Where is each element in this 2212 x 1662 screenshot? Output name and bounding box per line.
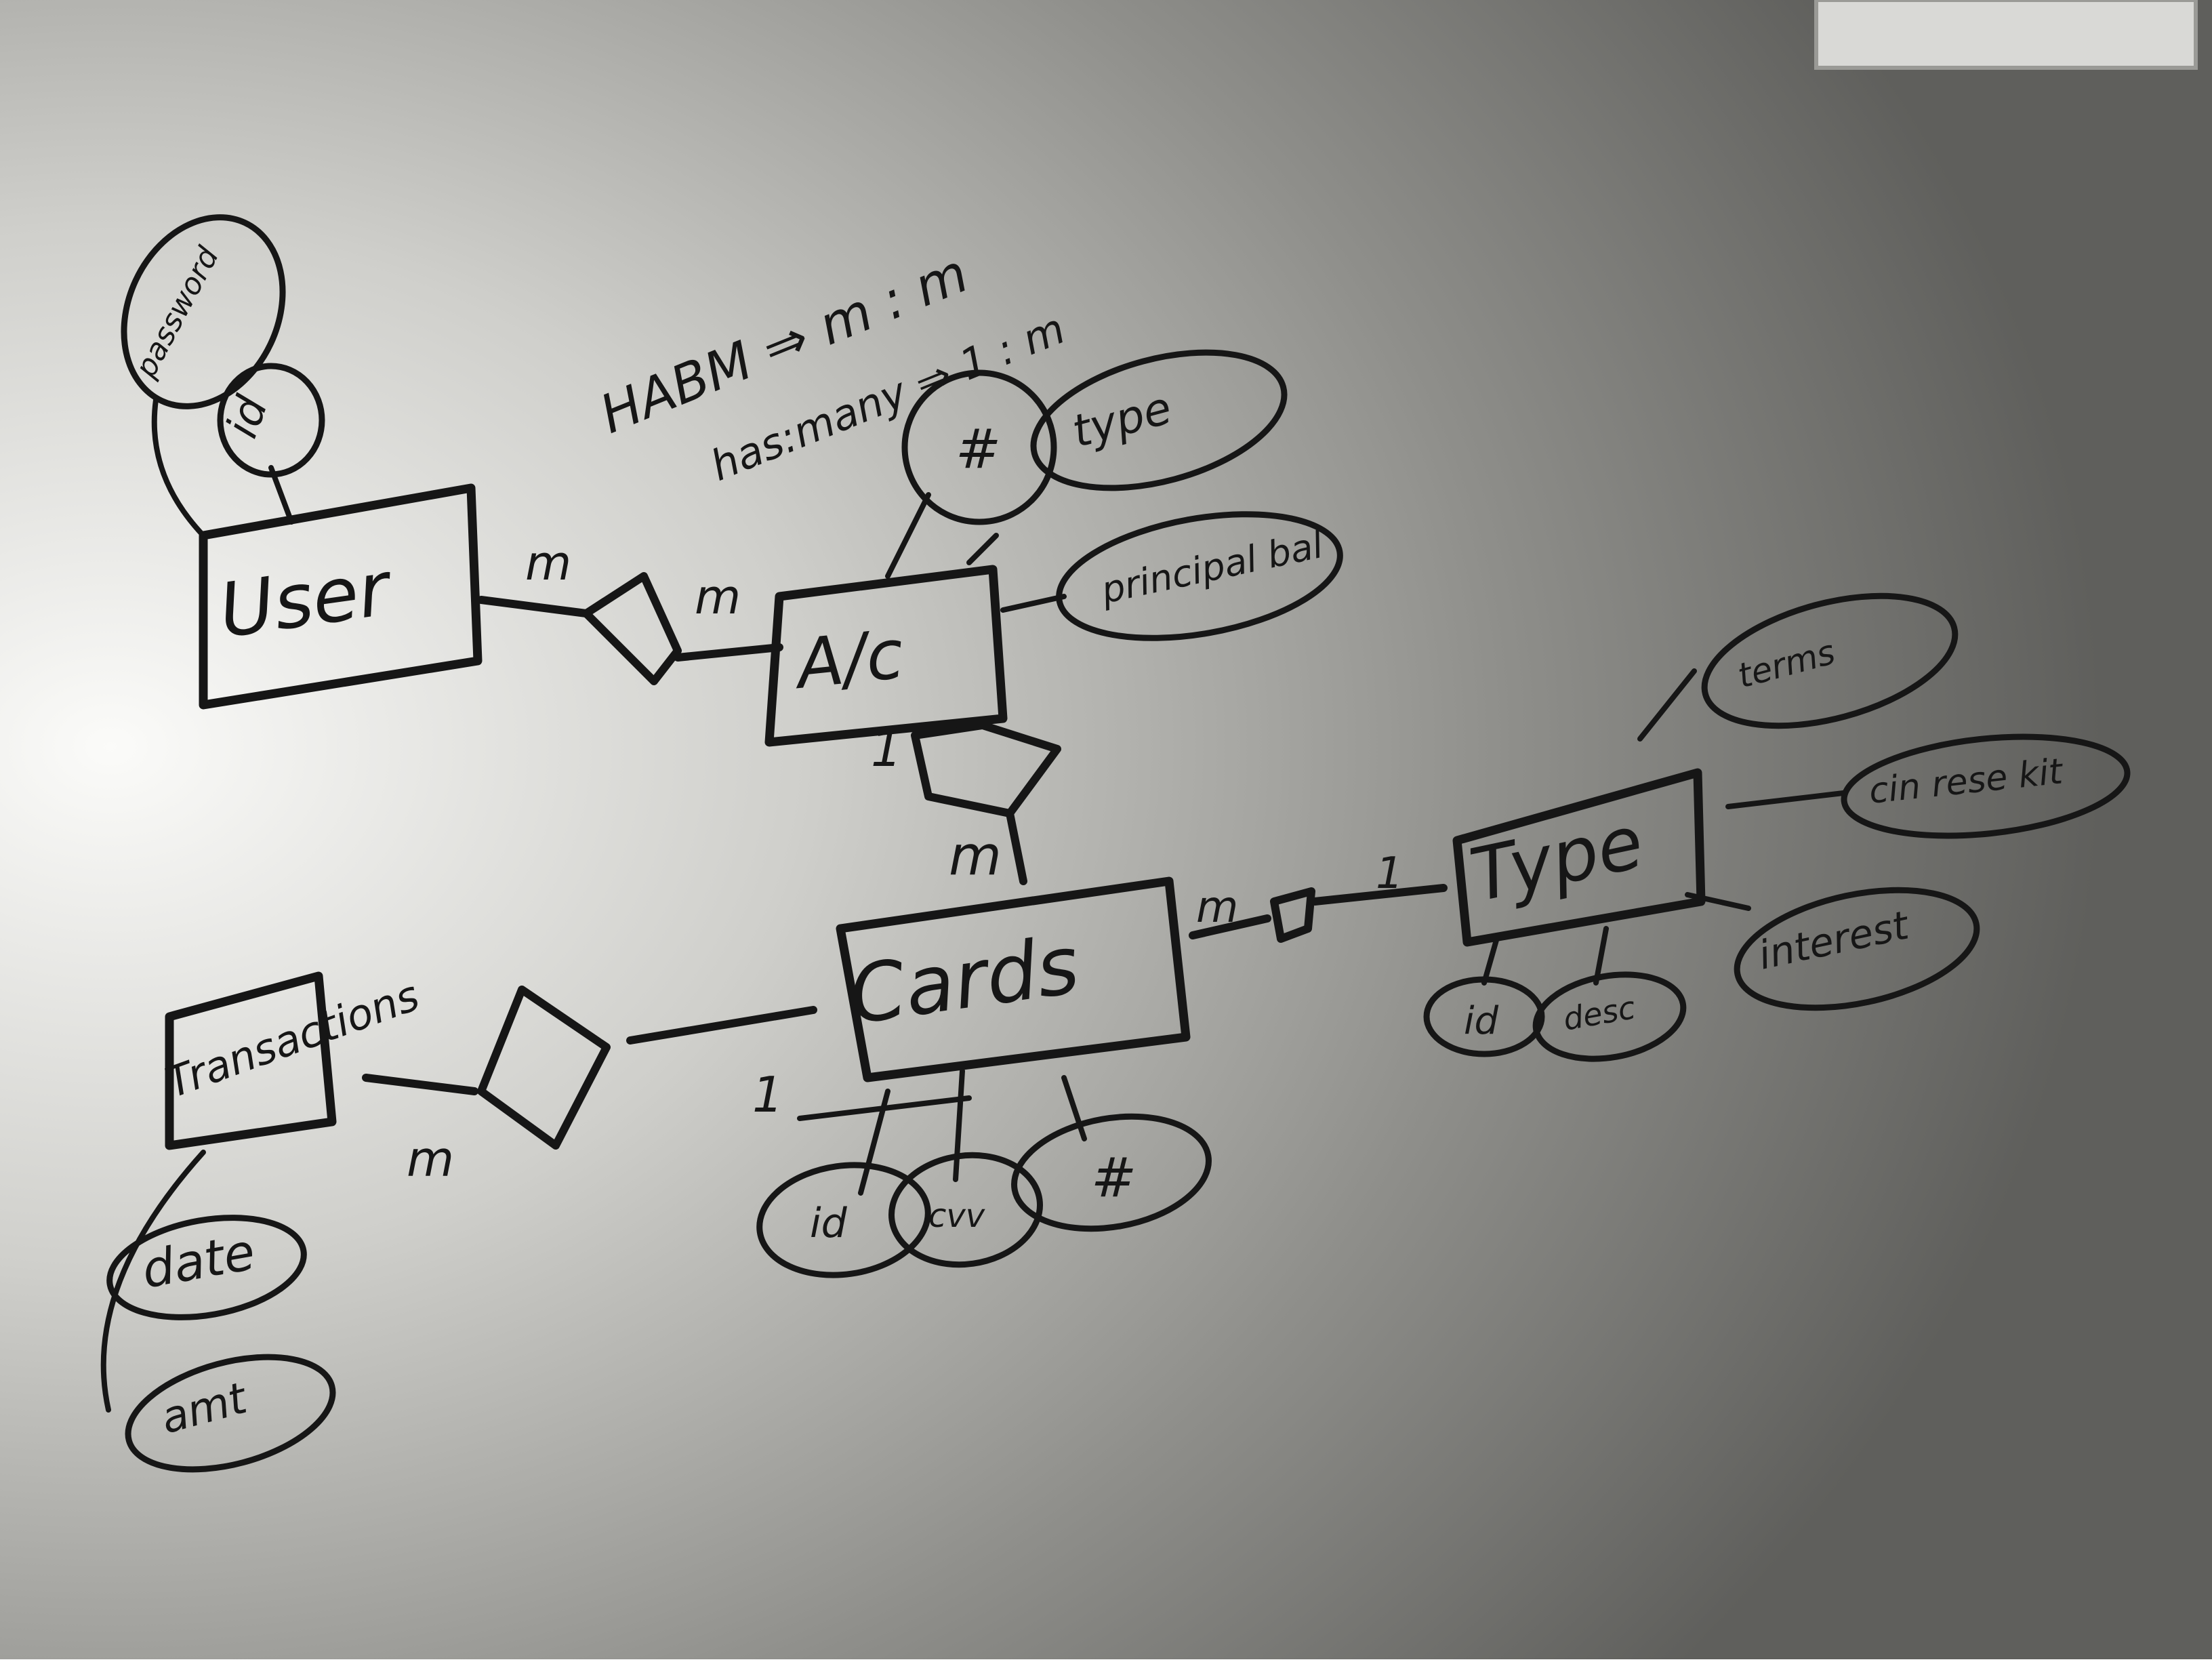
card-cards-transaction-left: m (407, 1131, 454, 1188)
account-balance-link (1000, 594, 1067, 613)
transaction-entity-box (165, 971, 337, 1150)
account-cards-line (1006, 809, 1027, 885)
user-entity-box (199, 483, 483, 710)
cards-cvv-label: cvv (928, 1197, 985, 1235)
account-link-line (674, 643, 783, 662)
cards-transaction-diamond (477, 986, 611, 1150)
user-account-line (477, 596, 590, 617)
card-cards-transaction-right: 1 (752, 1066, 783, 1123)
date-oval (106, 1215, 307, 1320)
entity-boxes (165, 483, 1706, 1150)
user-id-oval (217, 363, 325, 478)
card-user-account-right: m (695, 569, 741, 625)
type-desc-link (1593, 926, 1609, 986)
account-entity-label: A/c (789, 614, 907, 704)
attribute-ovals (106, 214, 2131, 1473)
cards-number-oval (1011, 1113, 1212, 1232)
card-cards-type-right: 1 (1376, 849, 1404, 899)
cards-type-line-a (1189, 914, 1271, 939)
type-desc-oval (1532, 971, 1687, 1062)
corner-frame (1814, 0, 2198, 70)
account-cards-diamond (911, 721, 1061, 817)
card-account-cards-right: m (949, 824, 1002, 887)
cin-rese-kit-oval (1841, 733, 2131, 839)
cards-type-diamond (1270, 887, 1315, 943)
cards-attr-bar (797, 1095, 972, 1121)
type-interest-link (1685, 892, 1751, 911)
cards-entity-box (836, 876, 1191, 1082)
account-number-label: # (956, 418, 1001, 481)
relationship-lines (362, 572, 1448, 1150)
cards-cvv-oval (888, 1152, 1043, 1268)
cards-number-link (1061, 1075, 1087, 1141)
card-cards-type-left: m (1196, 883, 1238, 933)
account-type-link (966, 533, 999, 565)
cards-number-label: # (1091, 1146, 1136, 1209)
cards-id-oval (756, 1162, 931, 1278)
cards-id-label: id (810, 1200, 848, 1247)
interest-oval (1734, 887, 1980, 1011)
card-account-cards-left: 1 (871, 721, 902, 777)
user-password-link (151, 397, 206, 538)
principal-bal-oval (1056, 511, 1343, 641)
account-entity-box (764, 565, 1008, 747)
amt-oval (125, 1354, 336, 1473)
type-id-label: id (1464, 999, 1499, 1043)
account-number-oval (901, 369, 1057, 525)
account-number-link (885, 492, 931, 579)
account-type-oval (1030, 349, 1288, 491)
card-user-account-left: m (525, 535, 571, 591)
type-cin-link (1725, 790, 1846, 809)
cards-type-line-b (1311, 884, 1448, 906)
cards-transaction-line (626, 1006, 817, 1045)
type-terms-link (1637, 668, 1697, 742)
terms-oval (1701, 592, 1959, 729)
transaction-link-line (362, 1074, 478, 1095)
cards-cvv-link (953, 1068, 965, 1182)
type-entity-box (1452, 768, 1706, 947)
type-id-link (1481, 933, 1500, 986)
user-account-diamond (582, 572, 682, 685)
attribute-links (100, 397, 1846, 1413)
password-oval (121, 214, 286, 409)
type-id-oval (1423, 976, 1545, 1057)
transaction-attr-link (100, 1150, 206, 1413)
